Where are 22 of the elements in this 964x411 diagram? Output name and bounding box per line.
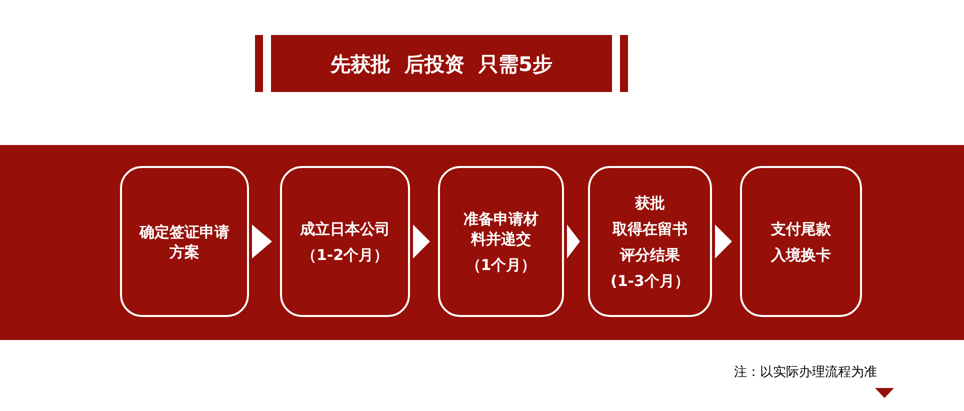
step-text: 评分结果 — [620, 244, 680, 264]
step-box — [280, 166, 410, 317]
note-text: 注：以实际办理流程为准 — [734, 364, 877, 382]
step-box — [120, 166, 249, 317]
step-text: 获批 — [635, 192, 665, 212]
step-text: 准备申请材料并递交 — [462, 208, 540, 248]
step-text: 取得在留书 — [612, 218, 688, 238]
step-text: 成立日本公司 — [300, 218, 390, 238]
arrow — [413, 224, 430, 258]
step-box — [588, 166, 712, 317]
step-text: 入境换卡 — [771, 244, 831, 264]
step-text: 支付尾款 — [771, 218, 831, 238]
arrow — [715, 224, 732, 258]
step-text: (1-3个月） — [610, 270, 690, 290]
arrow — [567, 224, 580, 258]
arrow — [252, 224, 272, 258]
step-text: （1-2个月） — [301, 244, 389, 264]
title-banner: 先获批 后投资 只需5步 — [271, 35, 612, 92]
step-box — [438, 166, 564, 317]
step-text: 确定签证申请方案 — [138, 222, 230, 262]
step-box — [740, 166, 862, 317]
step-text: （1个月） — [466, 254, 536, 274]
